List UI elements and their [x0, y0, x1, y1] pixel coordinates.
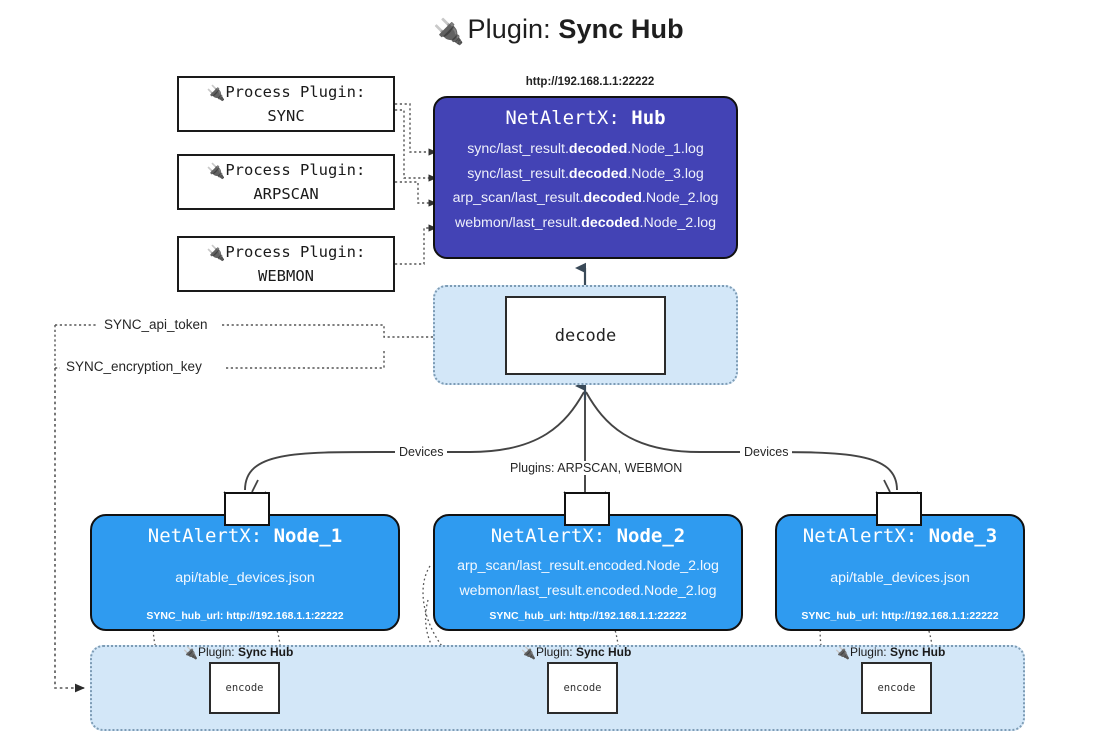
encode-box-node-2[interactable]: encode: [547, 662, 618, 714]
page-title-prefix: Plugin:: [467, 14, 559, 44]
node-box-node-3[interactable]: NetAlertX: Node_3 api/table_devices.json…: [775, 514, 1025, 631]
page-title: 🔌Plugin: Sync Hub: [0, 14, 1117, 47]
label-sync-api-token: SYNC_api_token: [100, 317, 212, 332]
node-3-title: NetAlertX: Node_3: [802, 525, 998, 547]
process-plugin-arpscan-line1: 🔌Process Plugin:: [206, 161, 366, 181]
hub-url-label: http://192.168.1.1:22222: [525, 76, 655, 88]
plugin-tag-node-1: 🔌Plugin: Sync Hub: [183, 645, 294, 660]
hub-log-line: arp_scan/last_result.decoded.Node_2.log: [452, 190, 719, 207]
decode-box[interactable]: decode: [505, 296, 666, 375]
node-1-hub-url: SYNC_hub_url: http://192.168.1.1:22222: [146, 610, 344, 622]
node-2-hub-url: SYNC_hub_url: http://192.168.1.1:22222: [489, 610, 687, 622]
label-devices-left: Devices: [395, 445, 448, 459]
node-2-lines: arp_scan/last_result.encoded.Node_2.log …: [435, 547, 741, 610]
envelope-icon: [876, 492, 922, 526]
hub-log-line: webmon/last_result.decoded.Node_2.log: [454, 214, 717, 231]
node-2-line: webmon/last_result.encoded.Node_2.log: [459, 582, 717, 599]
node-1-line: api/table_devices.json: [175, 570, 315, 587]
plug-icon: 🔌: [433, 18, 465, 46]
process-plugin-sync[interactable]: 🔌Process Plugin: SYNC: [177, 76, 395, 132]
process-plugin-webmon[interactable]: 🔌Process Plugin: WEBMON: [177, 236, 395, 292]
label-devices-right: Devices: [740, 445, 793, 459]
encode-box-node-3[interactable]: encode: [861, 662, 932, 714]
node-2-title: NetAlertX: Node_2: [490, 525, 686, 547]
process-plugin-webmon-line2: WEBMON: [258, 266, 314, 285]
process-plugin-arpscan-line2: ARPSCAN: [253, 184, 319, 203]
plug-icon: 🔌: [835, 646, 850, 660]
plug-icon: 🔌: [183, 646, 198, 660]
node-3-line: api/table_devices.json: [830, 570, 970, 587]
process-plugin-sync-line2: SYNC: [267, 106, 305, 125]
node-3-hub-url: SYNC_hub_url: http://192.168.1.1:22222: [801, 610, 999, 622]
hub-log-line: sync/last_result.decoded.Node_3.log: [467, 165, 704, 182]
plugin-tag-node-2: 🔌Plugin: Sync Hub: [521, 645, 632, 660]
plug-icon: 🔌: [521, 646, 536, 660]
plugin-tag-node-3: 🔌Plugin: Sync Hub: [835, 645, 946, 660]
plug-icon: 🔌: [206, 162, 226, 181]
hub-title: NetAlertX: Hub: [505, 107, 666, 129]
envelope-icon: [564, 492, 610, 526]
plug-icon: 🔌: [206, 84, 226, 103]
encode-box-node-1[interactable]: encode: [209, 662, 280, 714]
page-title-name: Sync Hub: [558, 14, 684, 44]
process-plugin-sync-line1: 🔌Process Plugin:: [206, 83, 366, 103]
node-1-lines: api/table_devices.json: [92, 547, 398, 610]
process-plugin-webmon-line1: 🔌Process Plugin:: [206, 243, 366, 263]
node-2-line: arp_scan/last_result.encoded.Node_2.log: [457, 558, 719, 575]
plug-icon: 🔌: [206, 244, 226, 263]
envelope-icon: [224, 492, 270, 526]
node-3-lines: api/table_devices.json: [777, 547, 1023, 610]
node-1-title: NetAlertX: Node_1: [147, 525, 343, 547]
label-sync-encryption-key: SYNC_encryption_key: [62, 359, 206, 374]
process-plugin-arpscan[interactable]: 🔌Process Plugin: ARPSCAN: [177, 154, 395, 210]
label-plugins-middle: Plugins: ARPSCAN, WEBMON: [506, 461, 687, 475]
hub-box[interactable]: NetAlertX: Hub sync/last_result.decoded.…: [433, 96, 738, 259]
node-box-node-1[interactable]: NetAlertX: Node_1 api/table_devices.json…: [90, 514, 400, 631]
hub-log-line: sync/last_result.decoded.Node_1.log: [467, 141, 704, 157]
node-box-node-2[interactable]: NetAlertX: Node_2 arp_scan/last_result.e…: [433, 514, 743, 631]
